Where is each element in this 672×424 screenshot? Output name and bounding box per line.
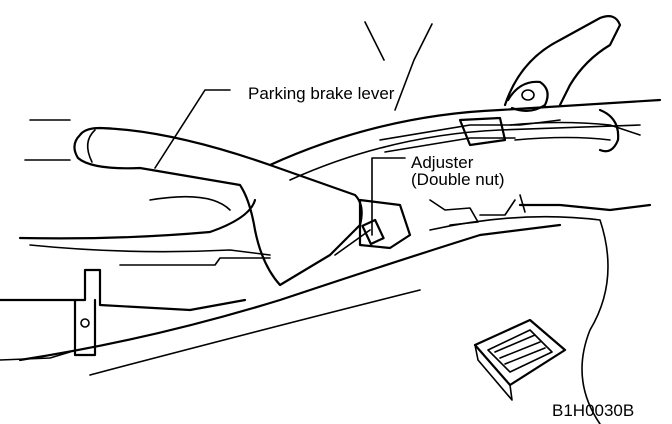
left-bolt: [80, 318, 90, 328]
left-console-wall: [0, 268, 247, 312]
adjuster-pointer: [371, 157, 406, 236]
left-console-inner: [29, 244, 271, 256]
lever-handle: [73, 126, 363, 287]
figure-code: B1H0030B: [552, 401, 635, 420]
left-console-base: [0, 351, 71, 361]
right-panel-edge: [519, 194, 526, 213]
adjuster-label-line2: (Double nut): [411, 170, 505, 189]
adjuster-rod: [334, 229, 371, 256]
bracket-hole: [521, 89, 535, 101]
upper-bracket: [503, 15, 622, 107]
rear-end: [598, 108, 620, 153]
double-nut: [361, 218, 385, 246]
lever-pointer: [154, 89, 231, 169]
adjuster-label: Adjuster (Double nut): [410, 154, 506, 188]
rear-cable: [509, 121, 641, 136]
rear-cable-2: [514, 136, 611, 141]
left-bracket: [73, 298, 97, 357]
parking-brake-lever-label: Parking brake lever: [247, 84, 396, 103]
foot-pad-ribs: [494, 334, 546, 365]
console-top-edge: [268, 98, 662, 167]
right-wall-2: [429, 215, 609, 424]
floor-sweep: [18, 223, 562, 362]
wire-right: [394, 23, 433, 111]
left-console-step: [119, 257, 271, 266]
rear-bracket: [458, 116, 507, 147]
right-wall: [518, 203, 652, 212]
foot-pad-inner: [487, 329, 553, 373]
adjuster-clip: [429, 199, 479, 226]
foot-pad-side: [474, 344, 513, 401]
adjuster-cable: [479, 199, 516, 216]
floor-sweep-2: [89, 289, 421, 376]
lever-grip-end: [86, 129, 96, 163]
left-console-curve: [149, 195, 231, 211]
left-console-top: [18, 198, 257, 240]
adjuster-label-line1: Adjuster: [411, 153, 474, 172]
bracket-eye: [506, 80, 549, 112]
wire-left: [364, 21, 385, 61]
console-top-edge-2: [289, 124, 641, 181]
foot-pad: [473, 318, 567, 387]
console-rail-2: [384, 137, 516, 153]
